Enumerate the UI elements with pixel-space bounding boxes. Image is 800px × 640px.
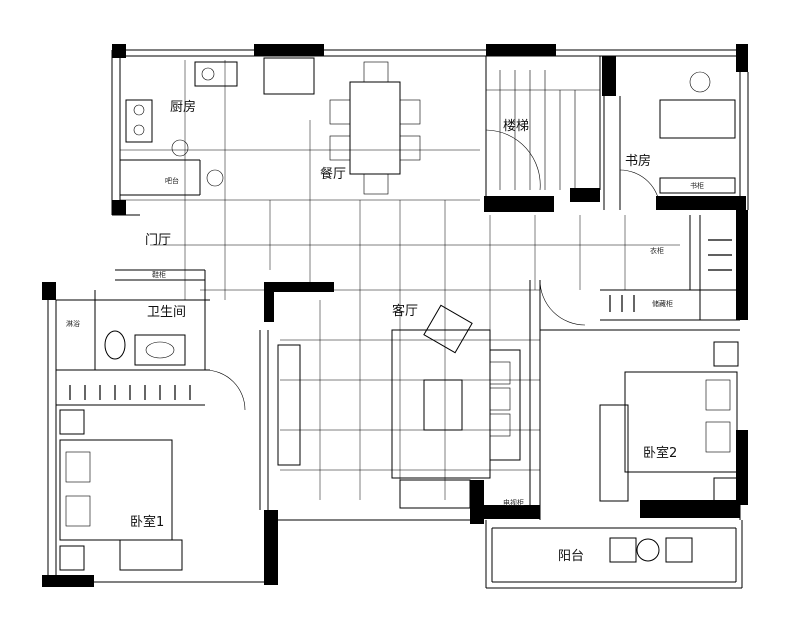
label-clothes-closet: 储藏柜 (652, 299, 673, 308)
wardrobe-bedroom1 (69, 385, 191, 400)
label-dining: 餐厅 (320, 166, 346, 182)
living-room-furniture (391, 304, 521, 509)
label-bathroom: 卫生间 (147, 305, 186, 320)
label-bookcase: 书柜 (690, 181, 704, 190)
label-shoe-cabinet: 鞋柜 (152, 270, 166, 279)
label-tv-cabinet: 电视柜 (503, 498, 524, 507)
label-shower: 淋浴 (66, 319, 80, 328)
dining-table (329, 61, 421, 195)
label-stairs: 楼梯 (503, 119, 529, 134)
label-bedroom2: 卧室2 (643, 445, 677, 461)
walls (42, 44, 749, 589)
label-bedroom1: 卧室1 (130, 514, 164, 530)
label-counter: 吧台 (165, 176, 179, 185)
partitions (56, 56, 740, 510)
label-kitchen: 厨房 (170, 99, 196, 115)
floor-tile-grid (120, 60, 680, 500)
bed-bedroom1 (59, 409, 183, 571)
balcony-furniture (609, 537, 693, 563)
label-study: 书房 (625, 153, 651, 169)
label-living: 客厅 (392, 303, 418, 319)
door-swings (204, 129, 661, 411)
label-wardrobe: 衣柜 (650, 246, 664, 255)
study-desk (659, 71, 736, 194)
label-balcony: 阳台 (558, 549, 584, 564)
kitchen-fixtures (125, 57, 315, 187)
bed-bedroom2 (599, 239, 739, 503)
bathroom-fixtures (104, 330, 186, 366)
label-foyer: 门厅 (145, 233, 171, 248)
stairs (486, 70, 600, 190)
